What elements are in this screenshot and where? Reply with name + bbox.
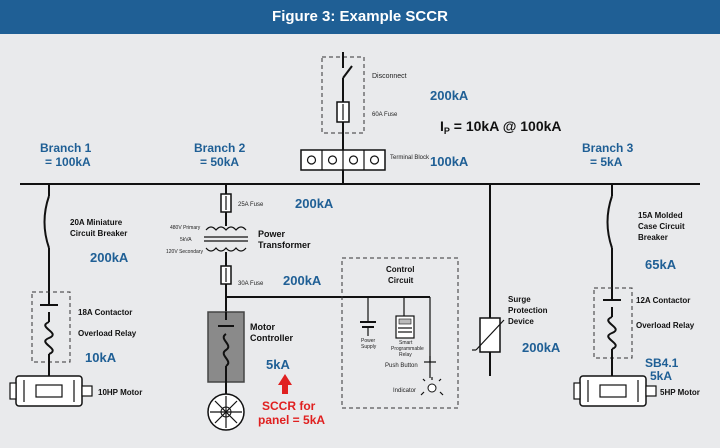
disconnect-rating: 200kA — [430, 88, 469, 103]
branch3-breaker-label2: Case Circuit — [638, 222, 685, 231]
spd-rating: 200kA — [522, 340, 561, 355]
branch3-motor-icon — [573, 375, 657, 407]
branch3-sb-label: SB4.1 — [645, 356, 679, 370]
terminal-block-icon — [300, 149, 386, 171]
smart-relay-label3: Relay — [399, 352, 412, 358]
branch1-breaker-label2: Circuit Breaker — [70, 229, 127, 238]
disconnect-label: Disconnect — [372, 73, 407, 80]
motor-controller-label2: Controller — [250, 333, 293, 343]
branch1-contactor-rating: 10kA — [85, 350, 117, 365]
spd-label1: Surge — [508, 295, 531, 304]
fault-current-formula: IP = 10kA @ 100kA — [440, 118, 562, 136]
push-button-icon — [424, 356, 436, 363]
panel-sccr-arrow-icon — [278, 374, 292, 394]
branch3-breaker-label3: Breaker — [638, 233, 668, 242]
indicator-icon — [420, 377, 444, 396]
branch3-breaker-icon — [606, 195, 613, 249]
smart-relay-icon — [395, 315, 415, 339]
branch3-breaker-label1: 15A Molded — [638, 211, 683, 220]
transformer-label2: Transformer — [258, 240, 311, 250]
figure-title: Figure 3: Example SCCR — [0, 0, 720, 34]
control-circuit-title1: Control — [386, 265, 414, 274]
branch3-breaker-rating: 65kA — [645, 257, 677, 272]
branch1-breaker-label1: 20A Miniature — [70, 218, 123, 227]
power-transformer-icon — [204, 226, 248, 252]
branch1-title: Branch 1 — [40, 141, 92, 155]
transformer-label1: Power — [258, 229, 286, 239]
branch2-top-fuse-rating: 200kA — [295, 196, 334, 211]
branch1-overload-icon — [44, 321, 54, 355]
branch3-sb-rating: 5kA — [650, 369, 672, 383]
branch3-overload-label: Overload Relay — [636, 321, 695, 330]
surge-protector-icon — [472, 317, 505, 353]
control-circuit-enclosure — [341, 257, 459, 409]
transformer-secondary-label: 120V Secondary — [166, 249, 203, 255]
branch3-overload-icon — [607, 316, 617, 350]
branch1-breaker-icon — [43, 195, 50, 249]
smart-relay-label1: Smart — [399, 340, 413, 346]
control-circuit-title2: Circuit — [388, 276, 414, 285]
branch1-contactor-label: 18A Contactor — [78, 308, 132, 317]
panel-sccr-label2: panel = 5kA — [258, 413, 325, 427]
terminal-block-rating: 100kA — [430, 154, 469, 169]
push-button-label: Push Button — [385, 363, 418, 369]
branch3-sccr: = 5kA — [590, 155, 623, 169]
motor-controller-label1: Motor — [250, 322, 275, 332]
branch3-title: Branch 3 — [582, 141, 634, 155]
motor-controller-rating: 5kA — [266, 357, 290, 372]
terminal-block-label: Terminal Block — [390, 155, 430, 161]
spd-label3: Device — [508, 317, 534, 326]
branch3-motor-label: 5HP Motor — [660, 388, 700, 397]
fan-motor-icon — [207, 393, 245, 431]
smart-relay-label2: Programmable — [391, 346, 424, 352]
transformer-va-label: 5kVA — [180, 237, 192, 243]
power-supply-label2: Supply — [361, 344, 377, 350]
branch1-contactor-enclosure — [31, 291, 71, 363]
branch2-top-fuse-label: 25A Fuse — [238, 202, 264, 208]
branch2-title: Branch 2 — [194, 141, 246, 155]
indicator-label: Indicator — [393, 388, 416, 394]
branch2-sccr: = 50kA — [200, 155, 239, 169]
branch1-overload-label: Overload Relay — [78, 329, 137, 338]
branch3-contactor-label: 12A Contactor — [636, 296, 690, 305]
transformer-primary-label: 480V Primary — [170, 225, 201, 231]
panel-sccr-label1: SCCR for — [262, 399, 316, 413]
branch2-bottom-fuse-label: 30A Fuse — [238, 281, 264, 287]
branch1-sccr: = 100kA — [45, 155, 91, 169]
spd-label2: Protection — [508, 306, 548, 315]
branch1-motor-icon — [9, 375, 93, 407]
disconnect-switch-icon — [342, 65, 353, 79]
main-fuse-label: 60A Fuse — [372, 112, 398, 118]
branch2-bottom-fuse-rating: 200kA — [283, 273, 322, 288]
power-supply-label1: Power — [361, 338, 376, 344]
branch1-motor-label: 10HP Motor — [98, 388, 142, 397]
power-supply-icon — [360, 321, 376, 336]
branch1-breaker-rating: 200kA — [90, 250, 129, 265]
